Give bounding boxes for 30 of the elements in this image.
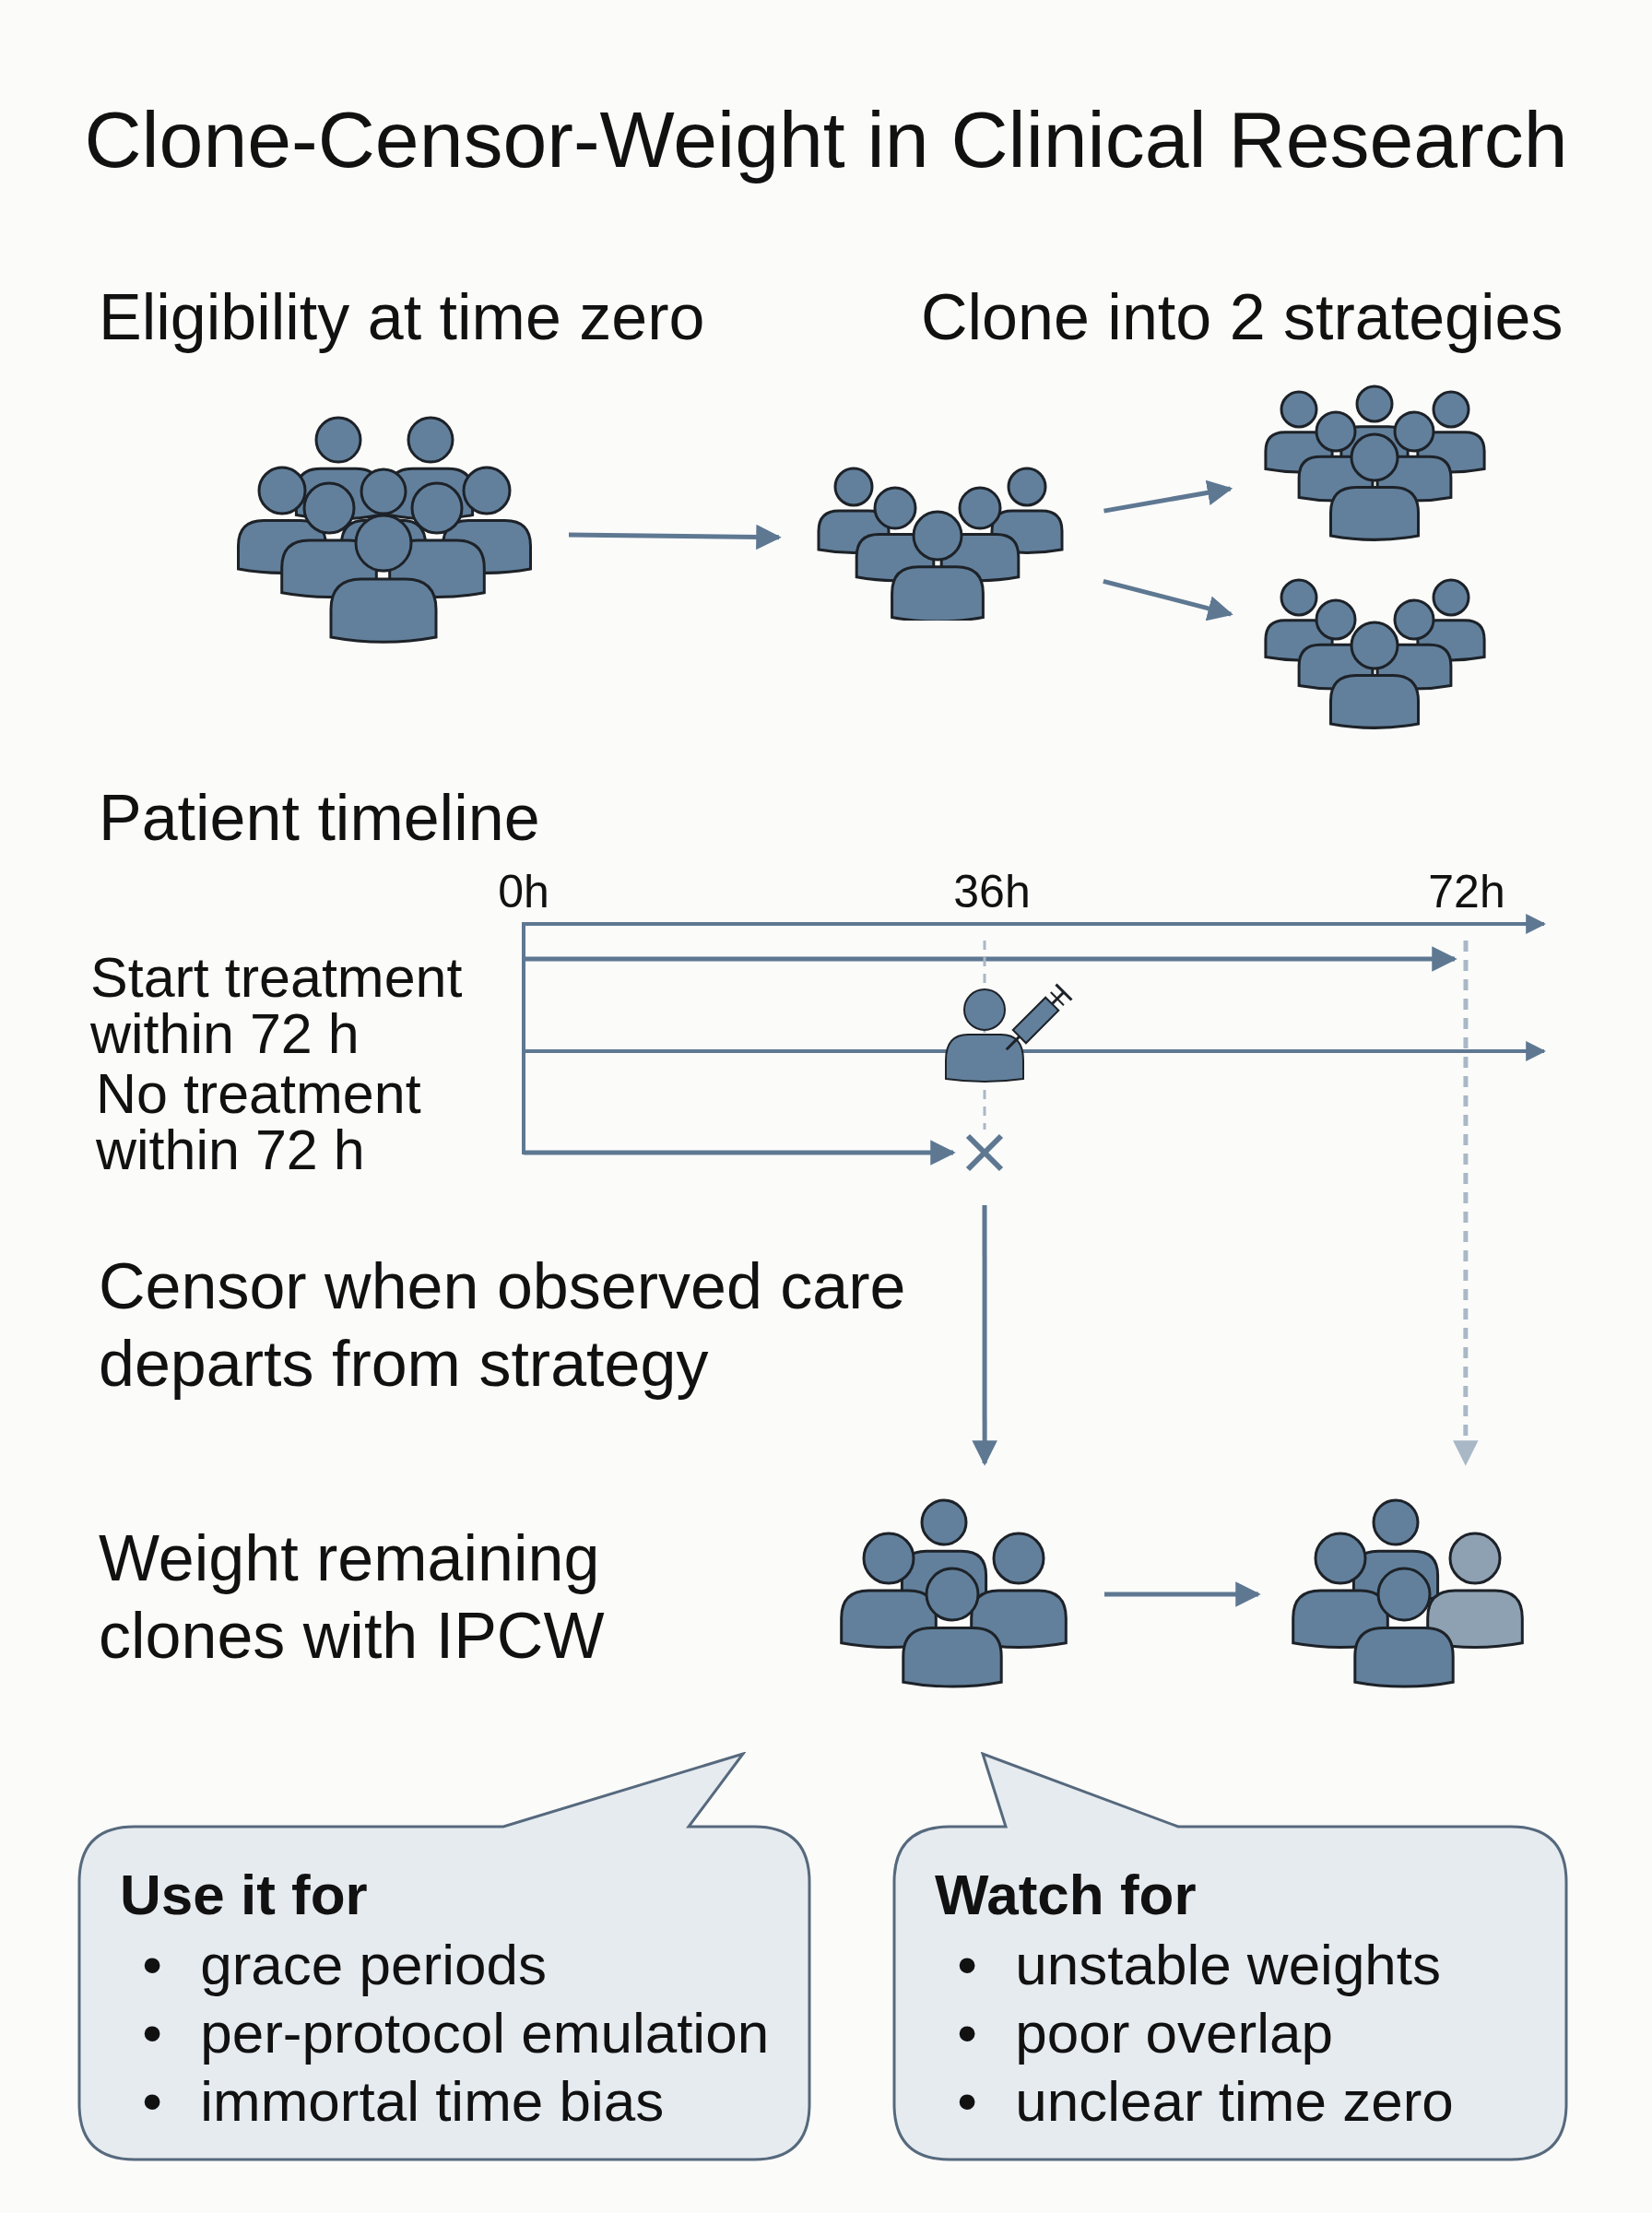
speech-bubble bbox=[77, 1752, 811, 2161]
section-label: No treatment within 72 h bbox=[96, 1066, 422, 1178]
bubble-heading: Use it for bbox=[120, 1862, 369, 1928]
bullet-item: • per-protocol emulation bbox=[141, 2000, 771, 2067]
speech-bubble bbox=[892, 1752, 1568, 2161]
bullet-item: • grace periods bbox=[141, 1932, 548, 1999]
arrow bbox=[1103, 578, 1233, 621]
tick-label: 0h bbox=[497, 865, 550, 919]
arrow bbox=[568, 524, 782, 550]
bullet-item: • immortal time bias bbox=[141, 2068, 666, 2136]
bubble-heading: Watch for bbox=[935, 1862, 1198, 1928]
section-label: Censor when observed care departs from strategy bbox=[99, 1249, 907, 1402]
censor-cross-mark bbox=[964, 1132, 1005, 1173]
section-label: Eligibility at time zero bbox=[99, 280, 706, 355]
diagram-title: Clone-Censor-Weight in Clinical Research bbox=[83, 96, 1569, 183]
section-label: Patient timeline bbox=[99, 781, 541, 856]
arrow bbox=[1103, 479, 1233, 514]
arrow bbox=[1453, 941, 1479, 1466]
tick-label: 72h bbox=[1427, 865, 1506, 919]
bullet-item: • unclear time zero bbox=[956, 2068, 1455, 2136]
people-group-icon bbox=[1262, 384, 1488, 543]
section-label: Start treatment within 72 h bbox=[90, 950, 464, 1062]
section-label: Weight remaining clones with IPCW bbox=[99, 1521, 606, 1674]
tick-label: 36h bbox=[952, 865, 1032, 919]
bullet-item: • poor overlap bbox=[956, 2000, 1334, 2067]
arrow bbox=[972, 1205, 997, 1466]
bullet-item: • unstable weights bbox=[956, 1932, 1443, 1999]
arrow bbox=[1104, 1581, 1261, 1607]
section-label: Clone into 2 strategies bbox=[921, 280, 1564, 355]
arrow bbox=[524, 1140, 956, 1166]
